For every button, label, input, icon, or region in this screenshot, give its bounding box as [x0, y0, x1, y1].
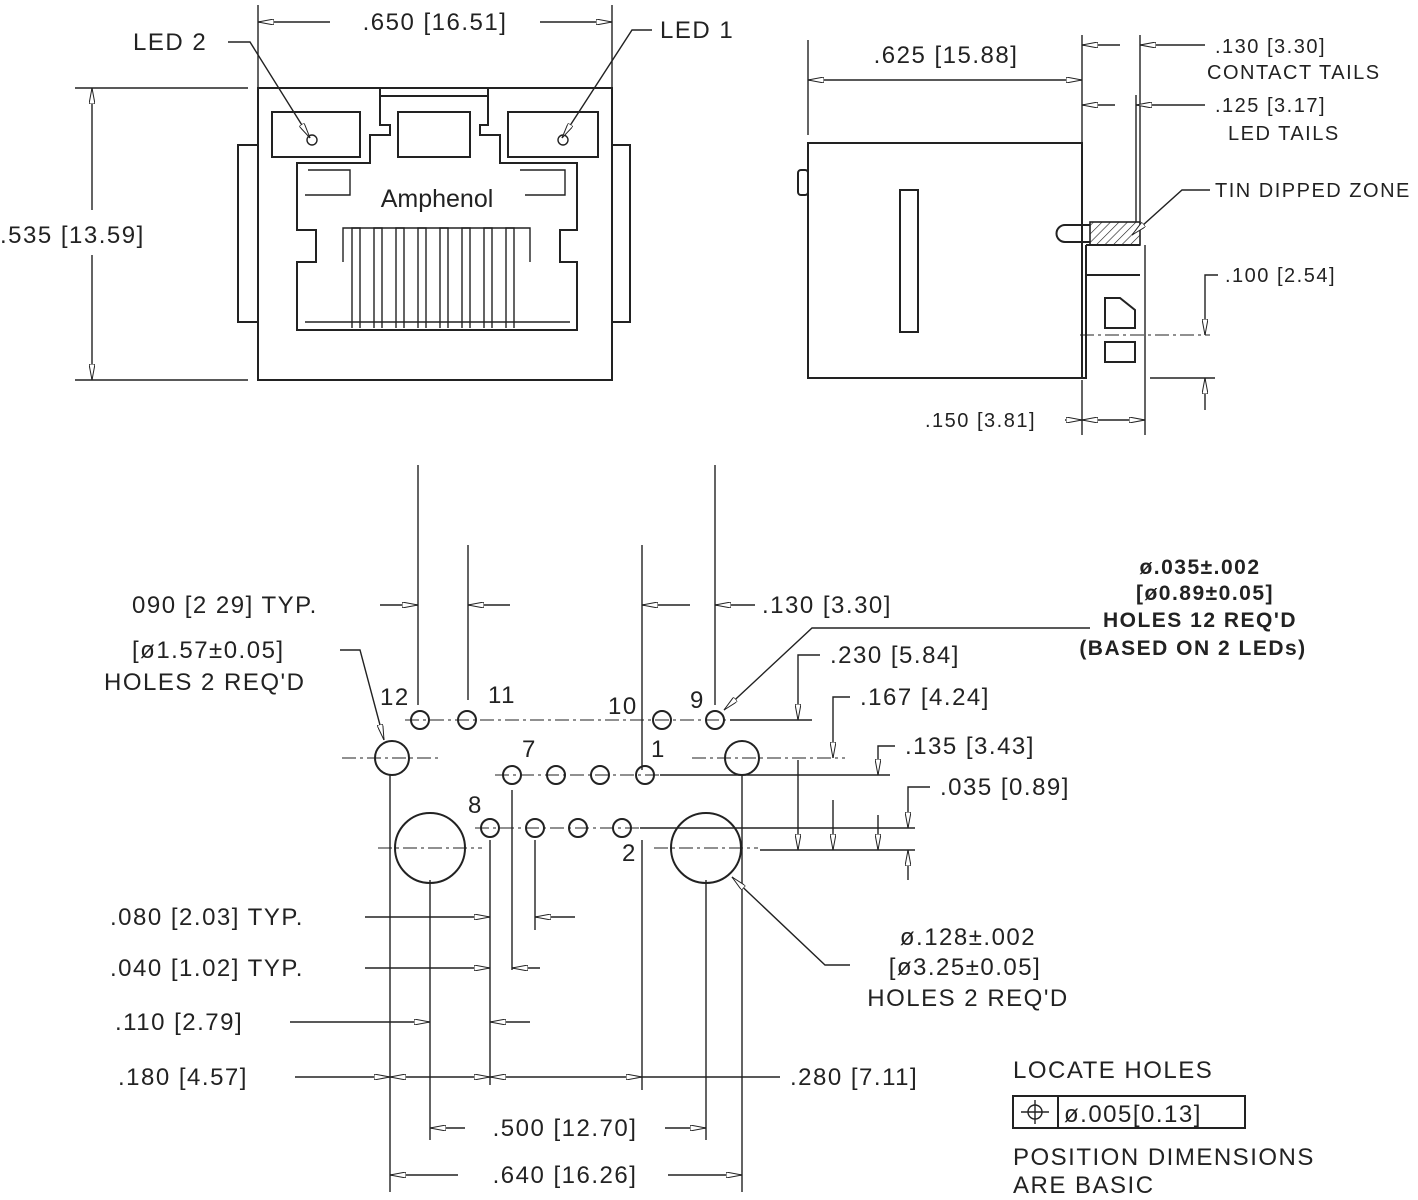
led-tails-label: LED TAILS [1228, 123, 1340, 145]
notes: LOCATE HOLES ø.005[0.13] POSITION DIMENS… [1012, 1057, 1315, 1199]
dim-180: .180 [4.57] [118, 1064, 248, 1091]
right-tab [611, 144, 631, 323]
med-hole-qty: HOLES 2 REQ'D [104, 669, 305, 696]
dim-640: .640 [16.26] [493, 1162, 638, 1189]
side-body [807, 142, 1083, 379]
position-icon [1021, 1100, 1049, 1124]
tolerance-frame [1012, 1095, 1246, 1129]
small-hole-dia-mm: [ø0.89±0.05] [1136, 582, 1274, 605]
dim-130: .130 [3.30] [762, 592, 892, 619]
dim-080: .080 [2.03] TYP. [110, 904, 304, 931]
led2-label: LED 2 [133, 29, 207, 56]
pin-1: 1 [651, 736, 666, 763]
dim-167: .167 [4.24] [860, 684, 990, 711]
side-view: .625 [15.88] .130 [3.30] CONTACT TAILS .… [797, 35, 1411, 435]
dim-100: .100 [2.54] [1225, 265, 1336, 287]
small-hole-qty: HOLES 12 REQ'D [1103, 609, 1297, 632]
small-hole-dia: ø.035±.002 [1139, 556, 1260, 579]
dim-280: .280 [7.11] [790, 1064, 918, 1091]
dim-035: .035 [0.89] [940, 774, 1070, 801]
pin-7: 7 [522, 736, 537, 763]
pin-11: 11 [488, 682, 516, 709]
dim-height: .535 [13.59] [0, 222, 145, 249]
tolerance-value: ø.005[0.13] [1064, 1101, 1202, 1128]
position-note-2: ARE BASIC [1013, 1172, 1155, 1199]
locate-holes-label: LOCATE HOLES [1013, 1057, 1213, 1084]
position-note-1: POSITION DIMENSIONS [1013, 1144, 1315, 1171]
pin-8: 8 [468, 792, 483, 819]
pin-12: 12 [380, 684, 410, 711]
dim-135: .135 [3.43] [905, 733, 1035, 760]
med-hole-dia: [ø1.57±0.05] [132, 637, 285, 664]
large-hole-qty: HOLES 2 REQ'D [867, 985, 1068, 1012]
brand-label: Amphenol [381, 185, 494, 213]
front-view: Amphenol .650 [16.51] LED 2 LED 1 .535 [… [0, 5, 734, 381]
led2-window [271, 111, 361, 158]
tin-dipped-zone [1089, 221, 1141, 246]
dim-150: .150 [3.81] [925, 410, 1036, 432]
dim-110: .110 [2.79] [115, 1009, 243, 1036]
pin-9: 9 [690, 687, 705, 714]
contacts [351, 227, 515, 328]
dim-090: 090 [2 29] TYP. [132, 592, 318, 619]
pin-10: 10 [608, 693, 638, 720]
pcb-footprint: 12 11 10 9 7 1 8 2 090 [2 29] TYP. .130 … [104, 465, 1306, 1192]
dim-led-tails: .125 [3.17] [1215, 95, 1326, 117]
pin-2: 2 [622, 840, 637, 867]
dim-length: .625 [15.88] [874, 42, 1019, 69]
led1-label: LED 1 [660, 17, 734, 44]
small-hole-note: (BASED ON 2 LEDs) [1079, 637, 1306, 660]
contact-tails-label: CONTACT TAILS [1207, 62, 1381, 84]
dim-040: .040 [1.02] TYP. [110, 955, 304, 982]
holes [374, 710, 760, 884]
large-hole-dia: ø.128±.002 [900, 924, 1036, 951]
large-hole-dia-mm: [ø3.25±0.05] [889, 954, 1042, 981]
dim-width: .650 [16.51] [363, 9, 508, 36]
front-body [257, 87, 613, 381]
dim-contact-tails: .130 [3.30] [1215, 36, 1326, 58]
dim-230: .230 [5.84] [830, 642, 960, 669]
led1-window [507, 111, 599, 158]
tin-dipped-zone-label: TIN DIPPED ZONE [1215, 180, 1411, 202]
dim-500: .500 [12.70] [493, 1115, 638, 1142]
left-tab [237, 144, 259, 323]
